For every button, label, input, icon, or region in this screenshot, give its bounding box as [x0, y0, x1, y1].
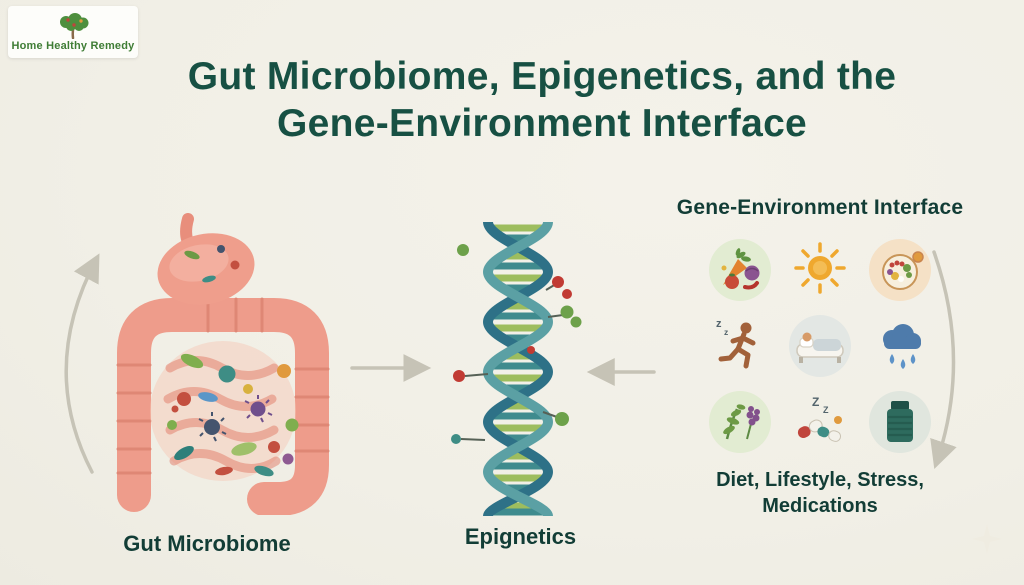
medicine-bottle-icon [865, 387, 935, 457]
running-person-icon: z z [705, 311, 775, 381]
environment-caption-line1: Diet, Lifestyle, Stress, [716, 469, 924, 491]
svg-text:Z: Z [812, 395, 819, 409]
logo-tree-icon [60, 12, 89, 39]
pills-icon: Z Z [785, 387, 855, 457]
gene-environment-panel: Gene-Environment Interface [660, 196, 980, 519]
meal-plate-icon [865, 235, 935, 305]
microbes-cluster [167, 245, 299, 477]
sparkle-icon [972, 524, 1002, 554]
vegetables-icon [705, 235, 775, 305]
svg-text:Z: Z [823, 405, 829, 415]
epigenetics-label: Epignetics [464, 524, 577, 549]
sun-icon [785, 235, 855, 305]
environment-caption-line2: Medications [762, 495, 878, 517]
svg-text:z: z [716, 318, 722, 330]
herbs-icon [705, 387, 775, 457]
svg-text:z: z [724, 327, 728, 337]
logo-text: Home Healthy Remedy [11, 39, 135, 52]
page-title: Gut Microbiome, Epigenetics, and the Gen… [70, 54, 1014, 148]
gene-environment-heading: Gene-Environment Interface [676, 196, 964, 219]
page-title-line2: Gene-Environment Interface [276, 101, 808, 145]
environment-caption: Diet, Lifestyle, Stress, Medications [660, 467, 980, 519]
gut-microbiome-label: Gut Microbiome [123, 531, 291, 556]
page-title-line1: Gut Microbiome, Epigenetics, and the [187, 55, 897, 98]
dna-helix-illustration [451, 222, 582, 516]
sleeping-person-icon [785, 311, 855, 381]
rain-cloud-icon [865, 311, 935, 381]
gut-microbiome-illustration [116, 213, 330, 515]
environment-icon-grid: z z [660, 235, 980, 457]
brand-logo: Home Healthy Remedy [8, 6, 138, 58]
epigenetic-marks [451, 244, 582, 444]
